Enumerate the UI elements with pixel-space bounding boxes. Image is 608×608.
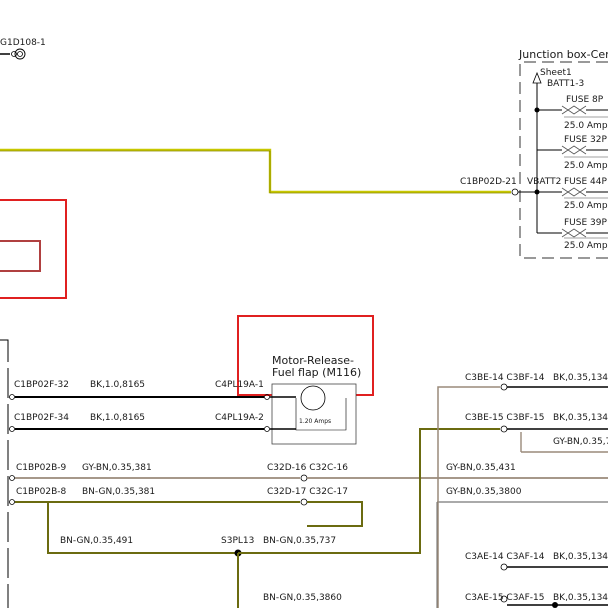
fuse-44p: FUSE 44P 25.0 Amps xyxy=(537,177,608,211)
w3-mid-label: C32D-16 C32C-16 xyxy=(267,463,348,473)
r1-wire xyxy=(437,386,500,608)
svg-text:FUSE 32P: FUSE 32P xyxy=(564,135,607,145)
label-vbatt: VBATT2 xyxy=(527,177,561,187)
connector-pin xyxy=(9,475,15,481)
connector-pin xyxy=(264,426,270,432)
svg-text:25.0 Amps: 25.0 Amps xyxy=(564,201,608,211)
junction-box-outline xyxy=(519,61,608,259)
motor-amps: 1.20 Amps xyxy=(299,418,331,425)
yellow-battery-wire xyxy=(0,148,511,194)
svg-text:25.0 Amps: 25.0 Amps xyxy=(564,121,608,131)
motor-internal-wire xyxy=(295,398,347,431)
svg-text:FUSE 8P: FUSE 8P xyxy=(566,95,604,105)
connector-pin xyxy=(11,51,17,57)
w2-right-label: C4PL19A-2 xyxy=(215,413,264,423)
r2-wire-label: BK,0.35,1340 xyxy=(553,413,608,423)
highlight-box-left xyxy=(0,199,67,299)
component-box-left xyxy=(0,240,41,272)
r2-conn-label: C3BE-15 C3BF-15 xyxy=(465,413,545,423)
r4-conn-label: C3AE-15 C3AF-15 xyxy=(465,593,544,603)
r1-wire-label: BK,0.35,1340 xyxy=(553,373,608,383)
label-batt: BATT1-3 xyxy=(547,79,584,89)
fuse-8p: FUSE 8P 25.0 Amps xyxy=(537,95,608,131)
label-c1bp02d: C1BP02D-21 xyxy=(460,177,517,187)
connector-pin xyxy=(264,394,270,400)
w3-left-label: C1BP02B-9 xyxy=(16,463,66,473)
svg-text:FUSE 39P: FUSE 39P xyxy=(564,218,607,228)
junction-box-title: Junction box-Cen xyxy=(518,48,608,61)
r3-wire-label: BK,0.35,1340 xyxy=(553,552,608,562)
w2-wire-label: BK,1.0,8165 xyxy=(90,413,145,423)
svg-text:FUSE 44P: FUSE 44P xyxy=(564,177,607,187)
w4-right-label: GY-BN,0.35,3800 xyxy=(446,487,522,497)
connector-pin xyxy=(300,498,308,506)
svg-text:25.0 Amps: 25.0 Amps xyxy=(564,161,608,171)
module-border-left xyxy=(0,339,9,608)
w5-right-label: BN-GN,0.35,737 xyxy=(263,536,336,546)
connector-pin xyxy=(300,474,308,482)
r1-conn-label: C3BE-14 C3BF-14 xyxy=(465,373,545,383)
w6-wire-label: BN-GN,0.35,3860 xyxy=(263,593,342,603)
connector-pin xyxy=(500,563,508,571)
w1-left-label: C1BP02F-32 xyxy=(14,380,69,390)
w3-wire-label: GY-BN,0.35,381 xyxy=(82,463,152,473)
w1-wire-label: BK,1.0,8165 xyxy=(90,380,145,390)
w5-wire-label: BN-GN,0.35,491 xyxy=(60,536,133,546)
splice-label: S3PL13 xyxy=(221,536,254,546)
connector-pin xyxy=(9,499,15,505)
w4-mid-label: C32D-17 C32C-17 xyxy=(267,487,348,497)
r3-conn-label: C3AE-14 C3AF-14 xyxy=(465,552,545,562)
w5-wire xyxy=(238,428,500,554)
ground-eyelet-icon xyxy=(14,48,26,60)
w2-left-label: C1BP02F-34 xyxy=(14,413,69,423)
label-g1d108: G1D108-1 xyxy=(0,38,46,48)
w4-wire-return xyxy=(307,501,363,527)
r4-wire-label: BK,0.35,1340 xyxy=(553,593,608,603)
fuse-32p: FUSE 32P 25.0 Amps xyxy=(537,135,608,171)
connector-pin xyxy=(511,188,519,196)
motor-label-line1: Motor-Release- xyxy=(272,354,354,367)
fuse-39p: FUSE 39P 25.0 Amps xyxy=(537,218,608,251)
ground-eyelet-inner xyxy=(17,51,23,57)
r2b-wire-label: GY-BN,0.35,7 xyxy=(553,437,608,447)
connector-pin xyxy=(9,394,15,400)
yellow-wire-shadow xyxy=(0,150,511,194)
motor-icon xyxy=(300,385,326,411)
connector-pin xyxy=(500,425,508,433)
svg-text:25.0 Amps: 25.0 Amps xyxy=(564,241,608,251)
label-sheet: Sheet1 xyxy=(540,68,572,78)
w4-left-label: C1BP02B-8 xyxy=(16,487,66,497)
motor-label-line2: Fuel flap (M116) xyxy=(272,366,361,379)
w3-right-label: GY-BN,0.35,431 xyxy=(446,463,516,473)
connector-pin xyxy=(500,595,508,603)
w1-right-label: C4PL19A-1 xyxy=(215,380,264,390)
connector-pin xyxy=(9,426,15,432)
w4-wire-label: BN-GN,0.35,381 xyxy=(82,487,155,497)
connector-pin xyxy=(500,383,508,391)
